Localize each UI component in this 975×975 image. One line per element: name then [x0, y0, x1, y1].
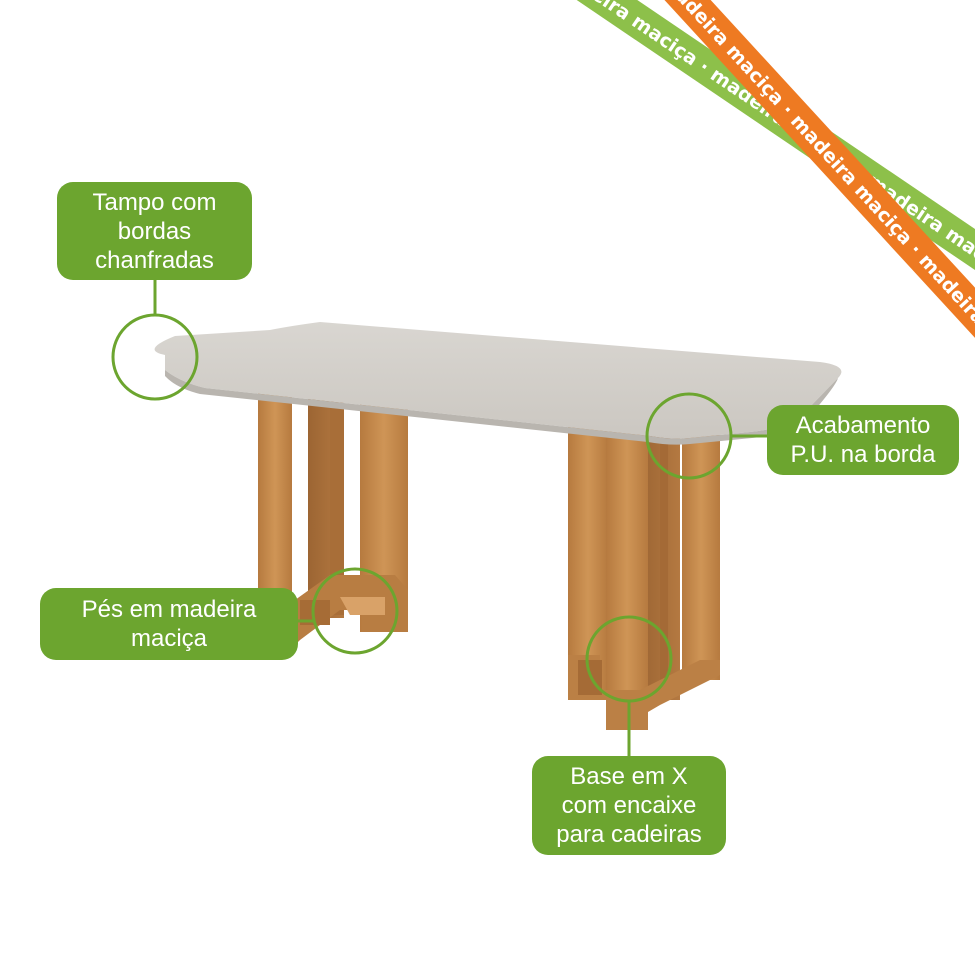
- highlight-pes: [298, 567, 399, 655]
- callout-acabamento-line1: Acabamento: [795, 412, 931, 439]
- callout-acabamento: Acabamento P.U. na borda: [767, 405, 959, 475]
- highlight-tampo: [111, 280, 199, 401]
- callout-base-line2: com encaixe: [561, 792, 697, 819]
- callout-base-line3: para cadeiras: [556, 821, 702, 848]
- callout-pes-line2: maciça: [130, 625, 208, 652]
- circle-highlight-icon: [311, 567, 399, 655]
- highlight-base: [585, 615, 673, 756]
- callout-pes: Pés em madeira maciça: [40, 588, 298, 660]
- highlight-acabamento: [645, 392, 767, 480]
- circle-highlight-icon: [585, 615, 673, 703]
- callout-base-line1: Base em X: [570, 763, 688, 790]
- right-base: [568, 422, 720, 730]
- ribbon-orange: madeira maciça · madeira maciça · madeir…: [0, 0, 975, 349]
- callout-tampo-line2: bordas: [117, 217, 192, 245]
- circle-highlight-icon: [645, 392, 733, 480]
- callout-tampo-line1: Tampo com: [92, 188, 217, 216]
- circle-highlight-icon: [111, 313, 199, 401]
- callout-tampo-line3: chanfradas: [95, 246, 214, 274]
- callout-pes-line1: Pés em madeira: [81, 596, 257, 623]
- table-top: [154, 322, 842, 445]
- callout-acabamento-line2: P.U. na borda: [790, 441, 936, 468]
- callout-base: Base em X com encaixe para cadeiras: [532, 756, 726, 855]
- callout-tampo: Tampo com bordas chanfradas: [57, 182, 252, 280]
